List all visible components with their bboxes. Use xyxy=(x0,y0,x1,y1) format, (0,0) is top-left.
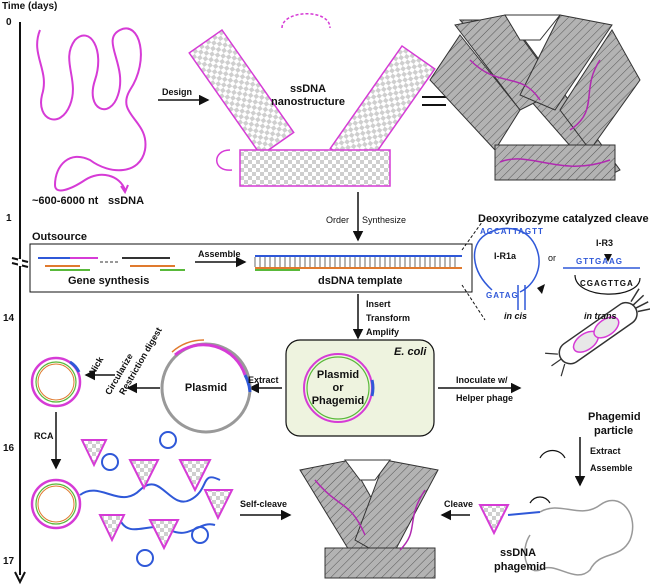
ecoli-center-2: or xyxy=(332,382,344,394)
nanostructure-triangle xyxy=(188,13,436,187)
plasmid-label: Plasmid xyxy=(184,382,228,394)
rca-label: RCA xyxy=(34,431,54,441)
timeline-axis xyxy=(11,22,29,585)
transform-label: Transform xyxy=(366,313,411,323)
ssdna-phagemid xyxy=(478,496,634,576)
rca-circle xyxy=(30,478,82,530)
gene-synthesis-label: Gene synthesis xyxy=(68,275,150,287)
timeline-tick-16: 16 xyxy=(3,443,15,454)
timeline-tick-1: 1 xyxy=(6,213,12,224)
in-trans-label: in trans xyxy=(584,311,617,321)
plasmid-circle xyxy=(160,339,252,434)
outsource-title: Outsource xyxy=(32,231,88,243)
i-r3-label: I-R3 xyxy=(596,238,614,248)
timeline-title: Time (days) xyxy=(2,1,58,12)
dsdna-template xyxy=(254,255,462,271)
nanostructure-label-1: ssDNA xyxy=(289,83,327,95)
inoculate-label-1: Inoculate w/ xyxy=(456,375,508,385)
extract-left-label: Extract xyxy=(248,375,279,385)
amplify-label: Amplify xyxy=(366,327,400,337)
ssdna-length-label: ~600-6000 nt xyxy=(32,195,99,207)
order-label: Order xyxy=(326,215,350,225)
design-label: Design xyxy=(162,87,193,97)
deoxyribozyme-trans xyxy=(563,254,641,295)
timeline-tick-0: 0 xyxy=(6,17,12,28)
phagemid-particle xyxy=(545,288,650,377)
self-cleave-label: Self-cleave xyxy=(240,499,288,509)
gene-fragments xyxy=(38,257,185,271)
nanostructure-label-2: nanostructure xyxy=(271,96,345,108)
synthesize-label: Synthesize xyxy=(362,215,407,225)
seq-cis-top: AGCATTAGTT xyxy=(480,227,544,236)
in-cis-label: in cis xyxy=(504,311,528,321)
ecoli-center-3: Phagemid xyxy=(311,395,365,407)
assemble-label: Assemble xyxy=(198,249,241,259)
ssdna-strand xyxy=(36,27,147,192)
insert-label: Insert xyxy=(366,299,391,309)
seq-trans-top: GTTGAAG xyxy=(576,257,623,266)
origami-triangle-top xyxy=(429,14,641,181)
cleave-label: Cleave xyxy=(444,499,474,509)
or-label: or xyxy=(548,253,557,263)
ecoli-center-1: Plasmid xyxy=(316,369,360,381)
dsdna-template-label: dsDNA template xyxy=(318,275,403,287)
origami-triangle-bottom xyxy=(299,459,439,579)
assemble-right-label: Assemble xyxy=(590,463,633,473)
seq-trans-bottom: CGAGTTGA xyxy=(580,279,634,288)
seq-cis-bottom: GATAG xyxy=(486,291,519,300)
timeline-tick-17: 17 xyxy=(3,556,15,567)
inoculate-label-2: Helper phage xyxy=(456,393,514,403)
i-r1a-label: I-R1a xyxy=(494,251,517,261)
phagemid-particle-label-2: particle xyxy=(594,425,634,437)
ecoli-label: E. coli xyxy=(394,346,427,358)
ssdna-phagemid-label-2: phagemid xyxy=(494,561,546,573)
ecoli-box xyxy=(285,339,435,437)
nicked-circle xyxy=(30,356,82,408)
phagemid-particle-label-1: Phagemid xyxy=(588,411,641,423)
rca-product xyxy=(79,431,234,567)
deoxyribozyme-title: Deoxyribozyme catalyzed cleave xyxy=(478,213,649,225)
ssdna-phagemid-label-1: ssDNA xyxy=(500,547,537,559)
extract-right-label: Extract xyxy=(590,446,621,456)
ssdna-label: ssDNA xyxy=(108,195,145,207)
deoxyribozyme-cis xyxy=(473,227,545,310)
timeline-tick-14: 14 xyxy=(3,313,15,324)
